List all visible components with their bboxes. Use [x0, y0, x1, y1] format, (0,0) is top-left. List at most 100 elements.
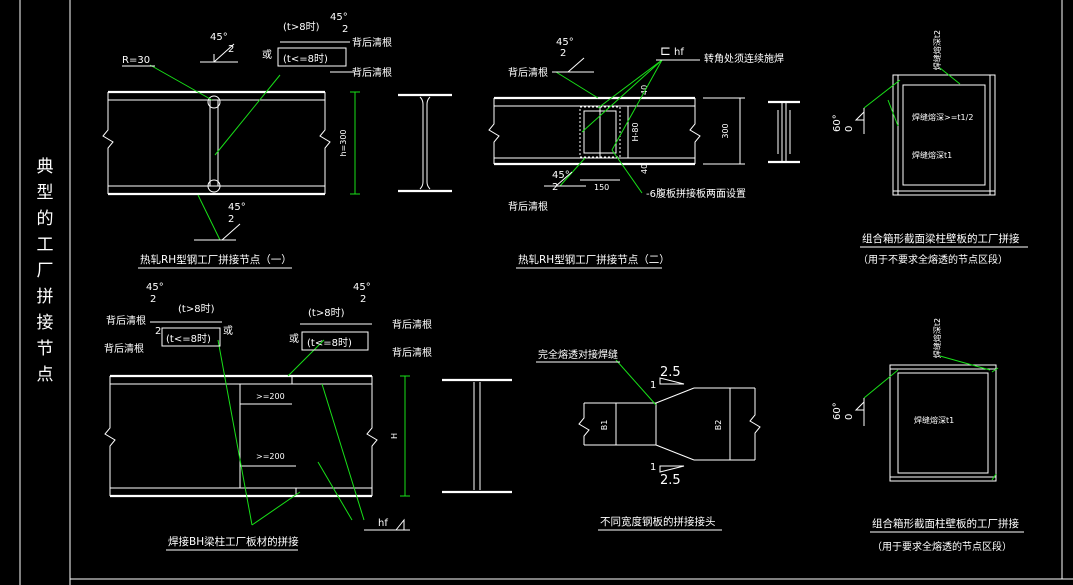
top-note: 焊缝熔深t2: [932, 30, 942, 70]
fillet-weld-symbol: hf: [364, 518, 410, 531]
weld-symbol: 60° 0: [832, 398, 865, 426]
cond-le: (t<=8时): [283, 53, 328, 65]
slope-one-bottom: 1: [650, 462, 656, 473]
gap-2: 2: [155, 326, 161, 337]
detail-6-box-splice-full: 焊缝熔深t2 焊缝熔深t1 60° 0 组合箱形截面柱壁板的工厂拼接 （用于要求…: [832, 318, 1024, 553]
corner-note: 转角处须连续施焊: [704, 52, 784, 65]
weld-angle: 45°: [146, 282, 164, 293]
detail-5-subcaption: （用于不要求全熔透的节点区段）: [858, 253, 1008, 266]
weld-angle-bottom: 45°: [228, 202, 246, 213]
plate-note: -6腹板拼接板两面设置: [646, 187, 746, 200]
detail-1-caption: 热轧RH型钢工厂拼接节点（一）: [140, 253, 292, 266]
dim-h: H-80: [631, 122, 640, 141]
side-title: 典 型 的 工 厂 拼 接 节 点: [37, 157, 54, 385]
dim-150: 150: [594, 183, 609, 192]
leader-lines: [149, 64, 281, 241]
dim-h: H: [390, 433, 399, 439]
detail-3-welded-bh-splice: >=200 >=200 H 45° 2 (t>8时) 背后清根: [104, 282, 512, 551]
weld-angle-bottom: 45°: [552, 170, 570, 181]
backgouge-label-4: 背后清根: [392, 346, 432, 359]
dimensions: >=200 >=200 H: [240, 375, 410, 497]
slope-bottom: 1 2.5: [650, 462, 685, 488]
weld-symbol-left: 45° 2 (t>8时) 背后清根 (t<=8时) 2 或 背后清根: [104, 282, 233, 355]
fillet-label: hf: [378, 518, 388, 529]
inner-note-2: 焊缝熔深t1: [912, 150, 952, 160]
backgouge-label-2: 背后清根: [104, 342, 144, 355]
cond-gt-right: (t>8时): [308, 307, 345, 319]
side-title-char: 型: [37, 183, 54, 203]
side-title-char: 厂: [37, 261, 54, 281]
beam-elevation: [102, 90, 331, 196]
cond-gt: (t>8时): [283, 21, 320, 33]
cond-angle: 45°: [330, 12, 348, 23]
width-b1: B1: [600, 420, 609, 431]
height-dim-label: h=300: [339, 129, 348, 156]
detail-4-caption: 不同宽度钢板的拼接接头: [600, 515, 716, 528]
side-title-char: 的: [37, 209, 54, 229]
detail-6-subcaption: （用于要求全熔透的节点区段）: [872, 540, 1012, 553]
backgouge-label-3: 背后清根: [392, 318, 432, 331]
h-section-view: [398, 93, 452, 193]
weld-symbol-top: 45° 2 背后清根: [508, 37, 594, 79]
weld-symbol-right: 45° 2 (t>8时) 背后清根 (t<=8时) 或 背后清根: [289, 282, 432, 359]
weld-gap: 2: [228, 44, 234, 55]
or-label: 或: [262, 49, 272, 61]
or-left: 或: [223, 325, 233, 337]
top-note: 焊缝熔深t2: [932, 318, 942, 358]
backgouge-label-1: 背后清根: [352, 36, 392, 49]
weld-angle: 45°: [353, 282, 371, 293]
inner-note-1: 焊缝熔深>=t1/2: [912, 112, 973, 122]
backgouge-label-1: 背后清根: [106, 314, 146, 327]
detail-2-rolled-h-splice: 40 H-80 40 300 150: [488, 37, 800, 269]
detail-5-box-splice-partial: 焊缝熔深t2 焊缝熔深>=t1/2 焊缝熔深t1 60° 0 组合箱形截面梁柱壁…: [832, 30, 1028, 266]
slope-ratio-bottom: 2.5: [660, 473, 681, 488]
dim-200-a: >=200: [256, 392, 285, 401]
h-section-view: [442, 378, 512, 494]
weld-symbol-bottom: 45° 2 背后清根: [508, 170, 586, 213]
dimensions: 40 H-80 40 300 150: [580, 85, 745, 192]
beam-elevation: [104, 374, 378, 498]
h-section-view: [768, 100, 800, 164]
weld-gap: 2: [150, 294, 156, 305]
weld-gap: 2: [560, 48, 566, 59]
cond-gap: 2: [342, 24, 348, 35]
weld-angle: 45°: [210, 32, 228, 43]
backgouge-label-2: 背后清根: [352, 66, 392, 79]
fillet-label: hf: [674, 47, 684, 58]
weld-angle: 60°: [832, 114, 843, 132]
weld-symbol-top: 45° 2: [200, 32, 238, 63]
weld-gap: 0: [844, 414, 855, 420]
slope-top: 1 2.5: [650, 365, 685, 391]
dim-40-top: 40: [640, 85, 649, 95]
cond-gt-left: (t>8时): [178, 303, 215, 315]
slope-one-top: 1: [650, 380, 656, 391]
cond-le-left: (t<=8时): [166, 333, 211, 345]
detail-4-width-transition: B1 B2 1 2.5 1 2.5 完全熔透对接焊缝 不同宽度钢板的拼接接头: [536, 348, 761, 531]
detail-1-rolled-h-splice: h=300 R=30 45° 2 (t>8时) 45° 2: [102, 12, 452, 269]
side-title-char: 工: [37, 235, 54, 255]
weld-gap-bottom: 2: [552, 182, 558, 193]
slope-ratio-top: 2.5: [660, 365, 681, 380]
side-title-char: 点: [37, 365, 54, 385]
detail-6-caption: 组合箱形截面柱壁板的工厂拼接: [872, 517, 1019, 530]
or-right: 或: [289, 333, 299, 345]
side-title-char: 节: [37, 339, 54, 359]
detail-2-caption: 热轧RH型钢工厂拼接节点（二）: [518, 253, 670, 266]
side-title-char: 接: [37, 313, 54, 333]
fillet-weld-note: ⊏ hf 转角处须连续施焊: [656, 44, 784, 65]
cond-le-right: (t<=8时): [307, 337, 352, 349]
plate-outline: B1 B2: [578, 387, 761, 461]
weld-gap: 2: [360, 294, 366, 305]
weld-angle: 45°: [556, 37, 574, 48]
side-title-char: 典: [37, 157, 54, 177]
weld-symbol-bottom: 45° 2: [194, 202, 246, 241]
leader-lines: [217, 339, 365, 526]
dim-300: 300: [721, 123, 730, 138]
weld-symbol: 60° 0: [832, 108, 865, 134]
detail-5-caption: 组合箱形截面梁柱壁板的工厂拼接: [862, 232, 1020, 245]
leader-lines: [555, 59, 663, 194]
radius-label: R=30: [122, 55, 150, 66]
weld-gap: 0: [844, 126, 855, 132]
dim-200-b: >=200: [256, 452, 285, 461]
